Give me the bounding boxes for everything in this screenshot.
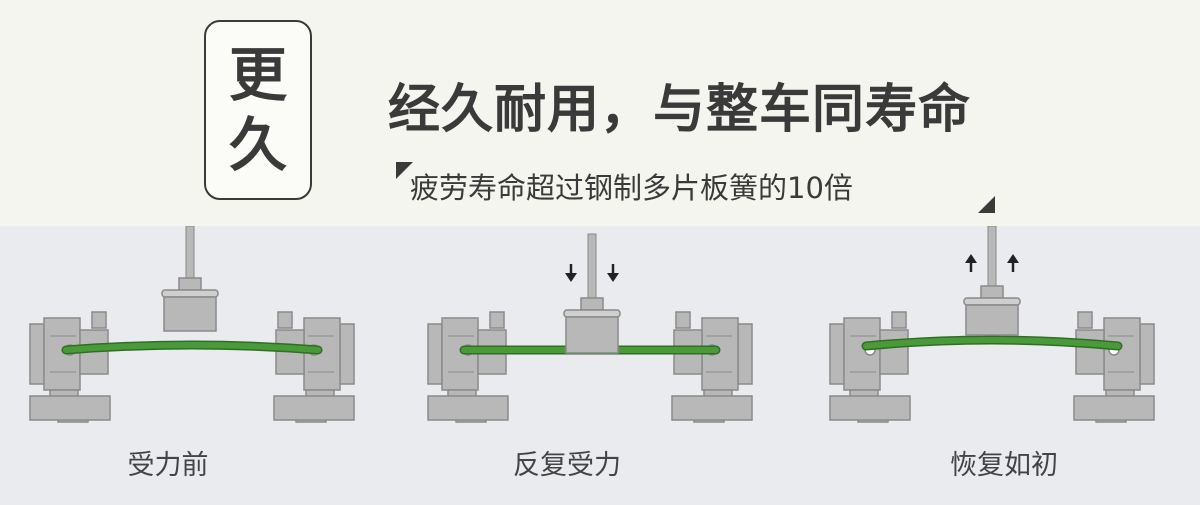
stage-label-repeated-load: 反复受力: [513, 450, 621, 481]
subline: 疲劳寿命超过钢制多片板簧的10倍: [410, 171, 853, 205]
badge-char-2: 久: [228, 111, 287, 179]
headline: 经久耐用，与整车同寿命: [388, 80, 972, 140]
spring-diagram: [29, 226, 1155, 423]
down-arrow: [565, 264, 577, 282]
load-block: [163, 296, 217, 332]
hex-nut: [580, 297, 604, 311]
stage-repeated-load: [427, 233, 753, 423]
badge: 更 久: [204, 20, 312, 200]
load-cap: [563, 309, 621, 318]
load-block: [565, 316, 619, 354]
stage-recovered: [829, 226, 1155, 423]
hex-nut: [178, 277, 202, 291]
load-cap: [161, 289, 219, 298]
load-cap: [963, 297, 1021, 306]
load-rod: [185, 226, 195, 279]
right-bracket: [1073, 311, 1155, 423]
stage-label-before-load: 受力前: [127, 450, 209, 481]
right-bracket: [273, 311, 355, 423]
load-rod: [987, 226, 997, 287]
stage-before-load: [29, 226, 355, 423]
composite-spring-highlight: [63, 342, 321, 353]
load-block: [965, 304, 1019, 336]
left-bracket: [829, 311, 911, 423]
up-arrow: [965, 254, 977, 272]
left-bracket: [29, 311, 111, 423]
hex-nut: [980, 285, 1004, 299]
up-arrow: [1007, 254, 1019, 272]
left-bracket: [427, 311, 509, 423]
right-bracket: [671, 311, 753, 423]
load-rod: [587, 233, 597, 299]
down-arrow: [607, 264, 619, 282]
composite-spring-highlight: [863, 337, 1121, 349]
header-area: [0, 0, 1200, 226]
badge-char-1: 更: [228, 41, 287, 109]
corner-bracket-top-left: [396, 162, 413, 179]
diagram-area: [0, 226, 1200, 505]
corner-bracket-bottom-right: [978, 196, 995, 213]
stage-label-recovered: 恢复如初: [950, 450, 1058, 481]
